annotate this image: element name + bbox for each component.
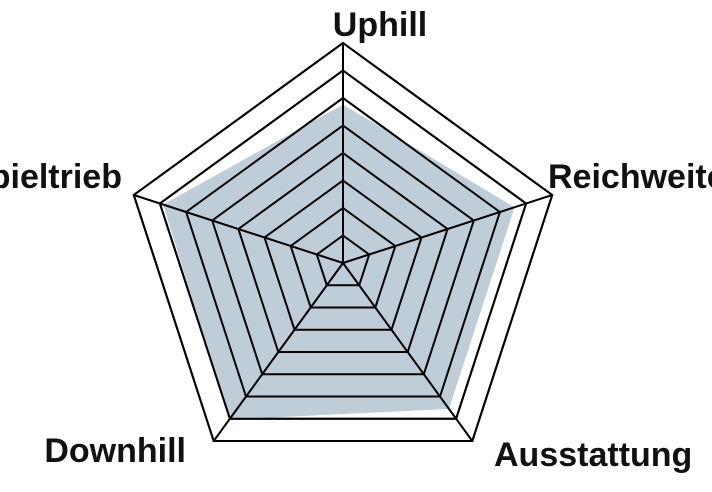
axis-spoke-2: [342, 262, 474, 442]
grid-ring-overlay-1: [315, 234, 371, 287]
grid-ring-overlay-5: [211, 124, 475, 376]
axis-spoke-1: [342, 194, 553, 264]
axis-spoke-4: [133, 194, 344, 264]
axis-label-reichweite: Reichweite: [548, 158, 712, 196]
radar-grid-overlay: [132, 41, 554, 442]
grid-ring-overlay-3: [263, 179, 423, 331]
grid-ring-overlay-7: [158, 69, 528, 420]
axis-spoke-3: [212, 262, 344, 442]
axis-label-uphill: Uphill: [333, 6, 427, 44]
axis-labels: Uphill Reichweite Ausstattung Downhill S…: [0, 6, 712, 474]
grid-ring-overlay-2: [289, 206, 397, 309]
grid-ring-overlay-6: [184, 96, 502, 398]
axis-label-ausstattung: Ausstattung: [494, 436, 692, 474]
grid-ring-overlay-4: [237, 151, 449, 353]
axis-label-downhill: Downhill: [44, 432, 186, 470]
axis-label-spieltrieb: Spieltrieb: [0, 158, 122, 196]
grid-ring-overlay-8: [132, 41, 554, 442]
